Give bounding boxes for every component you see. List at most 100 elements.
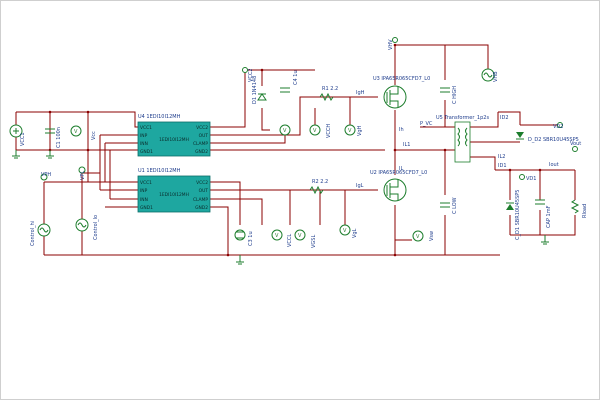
vd1-probe[interactable]: VD1 bbox=[519, 174, 537, 183]
il2-label: IL2 bbox=[498, 154, 505, 160]
r2-label: R2 2.2 bbox=[312, 179, 328, 185]
d1b-diode[interactable]: C_D1 SBR10U45SP5 ID1 IL2 bbox=[498, 154, 521, 240]
vsw-probe[interactable]: V Vsw bbox=[412, 230, 435, 242]
u1-pin-vcc2: VCC2 bbox=[196, 180, 208, 186]
d1-label: D1 1N4148 bbox=[252, 76, 258, 104]
vd2-probe[interactable]: VD2 bbox=[553, 122, 563, 131]
u1-part-number: 1EDI10I12MH bbox=[159, 192, 189, 198]
igl-label: IgL bbox=[356, 183, 364, 189]
iout-label: Iout bbox=[549, 162, 559, 168]
vph-probe[interactable]: VPH bbox=[40, 172, 51, 181]
ic-u4[interactable]: U4 1EDI10I12MH VCC1 INP INN GND1 VCC2 OU… bbox=[137, 114, 211, 157]
ground-left bbox=[12, 150, 54, 159]
u4-pin-vcc2: VCC2 bbox=[196, 125, 208, 131]
d1-diode[interactable]: D1 1N4148 bbox=[252, 76, 267, 104]
u4-pin-gnd2: GND2 bbox=[195, 149, 208, 155]
id1-label: ID1 bbox=[498, 163, 507, 169]
vhb-label: VHB bbox=[493, 71, 499, 82]
vhv-node[interactable]: VHV bbox=[388, 37, 398, 51]
ic-u1[interactable]: U1 1EDI10I12MH VCC1 INP INN GND1 VCC2 OU… bbox=[137, 168, 211, 213]
svg-text:V: V bbox=[275, 233, 279, 239]
u1-pin-clamp: CLAMP bbox=[193, 197, 208, 203]
control-hi-label: Control_hi bbox=[30, 221, 36, 246]
c-high-label: C HIGH bbox=[452, 86, 458, 104]
vcc1-source[interactable]: VCC1 bbox=[9, 124, 26, 146]
control-hi-source[interactable]: Control_hi bbox=[30, 221, 51, 246]
vout-label: Vout bbox=[570, 141, 581, 147]
u1-pin-gnd1: GND1 bbox=[140, 205, 153, 211]
r1-resistor[interactable]: R1 2.2 bbox=[319, 86, 338, 102]
vgsl-probe[interactable]: V VGSL bbox=[294, 229, 317, 248]
ih-label: Ih bbox=[399, 127, 404, 133]
vout-node[interactable]: Vout Iout bbox=[549, 141, 581, 168]
p-vc-label: P_VC bbox=[420, 121, 433, 127]
vcc-probe[interactable]: V Vcc bbox=[70, 125, 97, 140]
ih-label-group: Ih IL1 IL bbox=[399, 127, 410, 172]
svg-text:V: V bbox=[74, 129, 78, 135]
igh-label-group: IgH bbox=[356, 90, 365, 96]
mosfet-u2[interactable]: U2 IPA65R065CFD7_L0 bbox=[370, 170, 427, 202]
svg-text:V: V bbox=[343, 228, 347, 234]
transformer-u5[interactable]: U5 Transformer_1p2s P_VC bbox=[420, 115, 489, 163]
vpl-probe[interactable]: VPL bbox=[78, 166, 86, 180]
control-lo-label: Control_lo bbox=[93, 215, 99, 240]
vgl-probe[interactable]: V VgL bbox=[339, 224, 358, 238]
u4-pin-inp: INP bbox=[140, 133, 148, 139]
ic-u1-label: U1 1EDI10I12MH bbox=[138, 168, 181, 174]
svg-text:V: V bbox=[298, 233, 302, 239]
u4-part-number: 1EDI10I12MH bbox=[159, 137, 189, 143]
vgh-probe[interactable]: V VgH bbox=[344, 124, 363, 136]
c1-capacitor[interactable]: C1 100n bbox=[45, 127, 62, 148]
vpl-label: VPL bbox=[80, 171, 86, 180]
d2-label: D_D2 SBR10U45SP5 bbox=[528, 137, 579, 143]
vvl-probe[interactable]: V VCCL bbox=[271, 229, 293, 247]
c-low-label: C LOW bbox=[452, 197, 458, 214]
control-lo-source[interactable]: Control_lo bbox=[75, 215, 99, 240]
ground-bottom bbox=[236, 235, 549, 265]
u1-pin-gnd2: GND2 bbox=[195, 205, 208, 211]
vccl-label: VCCL bbox=[287, 234, 293, 247]
junctions bbox=[48, 43, 542, 257]
vcch-label: VCCH bbox=[326, 124, 332, 138]
il1-label: IL1 bbox=[403, 142, 410, 148]
vcc1-label: VCC1 bbox=[20, 132, 26, 146]
vhb-source[interactable]: VHB bbox=[481, 68, 499, 82]
svg-text:V: V bbox=[313, 128, 317, 134]
svg-text:V: V bbox=[416, 234, 420, 240]
u1-pin-inp: INP bbox=[140, 188, 148, 194]
r2-resistor[interactable]: R2 2.2 bbox=[309, 179, 328, 195]
vgl-label: VgL bbox=[352, 228, 358, 238]
ic-u4-label: U4 1EDI10I12MH bbox=[138, 114, 181, 120]
vcch-probe[interactable]: V VCCH bbox=[309, 124, 332, 138]
c4-label: C4 1u bbox=[293, 70, 299, 85]
vd2-label: VD2 bbox=[553, 124, 563, 130]
vgh-label: VgH bbox=[357, 125, 363, 136]
u4-pin-out: OUT bbox=[199, 133, 209, 139]
igl-label-group: IgL bbox=[356, 183, 364, 189]
igh-label: IgH bbox=[356, 90, 365, 96]
c1-label: C1 100n bbox=[56, 127, 62, 148]
cout-label: CAP 1mF bbox=[546, 205, 552, 228]
c-low-capacitor[interactable]: C LOW bbox=[440, 197, 458, 214]
cout-capacitor[interactable]: CAP 1mF bbox=[535, 199, 552, 228]
vgsl-label: VGSL bbox=[311, 235, 317, 248]
u1-pin-vcc1: VCC1 bbox=[140, 180, 152, 186]
vccl-probe[interactable]: C3 1u bbox=[234, 229, 254, 246]
vccin-probe[interactable]: V bbox=[279, 124, 291, 136]
id2-label: ID2 bbox=[500, 115, 509, 121]
u4-pin-clamp: CLAMP bbox=[193, 141, 208, 147]
vcc2-probe[interactable]: VCC2 bbox=[242, 67, 255, 83]
r1-label: R1 2.2 bbox=[322, 86, 338, 92]
rload-resistor[interactable]: Rload bbox=[570, 199, 588, 218]
vph-label: VPH bbox=[41, 172, 51, 178]
c3-label: C3 1u bbox=[248, 231, 254, 246]
u4-pin-gnd1: GND1 bbox=[140, 149, 153, 155]
c-high-capacitor[interactable]: C HIGH bbox=[440, 86, 458, 104]
svg-text:V: V bbox=[283, 128, 287, 134]
wires bbox=[15, 44, 576, 256]
mosfet-u3[interactable]: U3 IPA65R065CFD7_L0 bbox=[373, 76, 430, 109]
u4-pin-vcc1: VCC1 bbox=[140, 125, 152, 131]
c4-capacitor[interactable]: C4 1u bbox=[280, 70, 299, 93]
d2-diode[interactable]: D_D2 SBR10U45SP5 ID2 bbox=[500, 115, 579, 143]
